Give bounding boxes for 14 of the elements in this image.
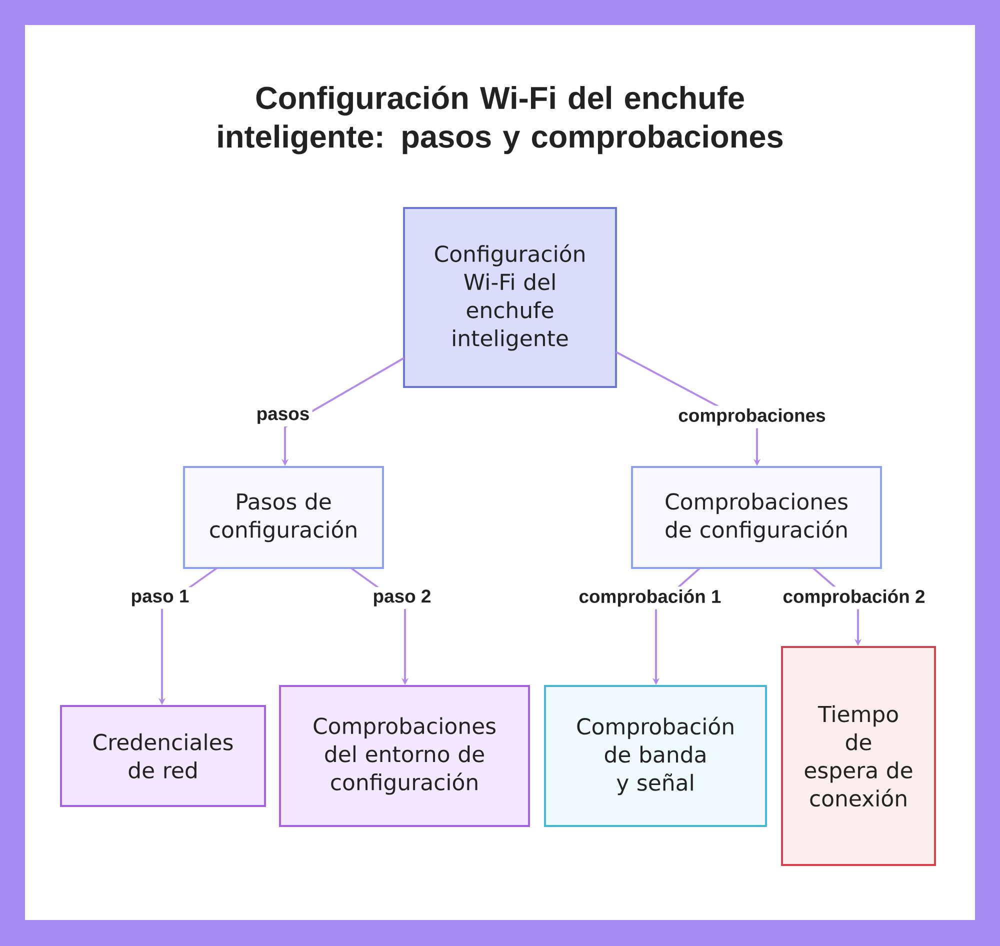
process-box: Comprobaciones de configuración <box>631 466 882 569</box>
process-box: Configuración Wi-Fi del enchufe inteligente <box>403 207 617 388</box>
edge-label: comprobación 1 <box>576 586 724 610</box>
process-box: Pasos de configuración <box>183 466 384 569</box>
process-box: Comprobación de banda y señal <box>544 685 767 827</box>
process-box: Tiempo de espera de conexión <box>781 646 936 866</box>
process-box: Credenciales de red <box>60 705 266 807</box>
process-box: Comprobaciones del entorno de configuración <box>279 685 530 827</box>
edge-label: comprobación 2 <box>780 586 928 610</box>
edge-label: paso 2 <box>370 587 434 609</box>
edge-label: pasos <box>254 407 312 426</box>
title: Configuración Wi-Fi del enchufe inteligente: pasos y comprobaciones <box>218 86 783 154</box>
edge-label: comprobaciones <box>676 406 828 428</box>
edge-label: paso 1 <box>128 587 192 609</box>
